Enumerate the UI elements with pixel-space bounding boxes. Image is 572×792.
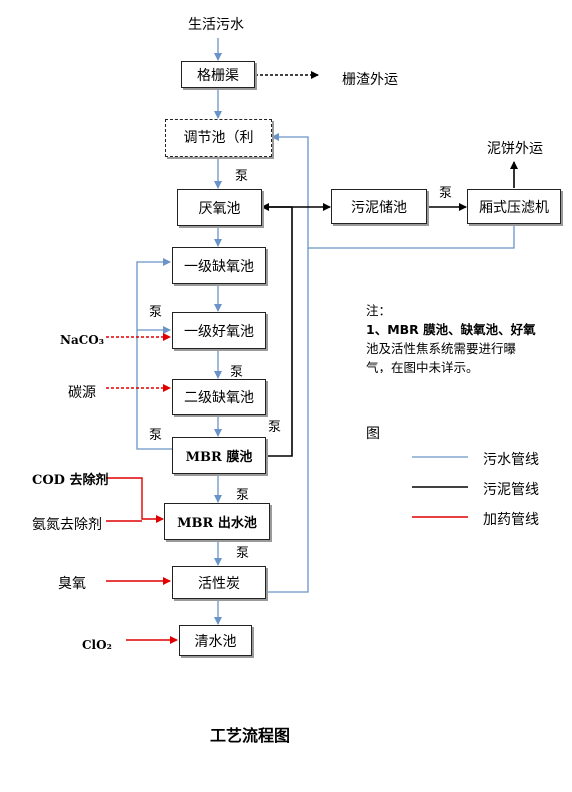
cod-remover-label: COD 去除剂 [32, 473, 109, 488]
legend-label-sludge: 污泥管线 [483, 482, 539, 498]
pump-label-7: 泵 [236, 488, 250, 503]
unit-anaerobic-label: 厌氧池 [198, 200, 241, 217]
unit-grille: 格栅渠 [181, 61, 255, 88]
unit-activated-carbon-label: 活性炭 [198, 575, 240, 592]
ozone-label: 臭氧 [58, 576, 86, 592]
unit-equalization-label: 调节池（利 [183, 130, 254, 146]
carbon-source-label: 碳源 [68, 385, 96, 401]
pump-label-3: 泵 [149, 305, 163, 320]
unit-mbr: MBR 膜池 [172, 437, 266, 474]
unit-aerobic1-label: 一级好氧池 [184, 323, 254, 340]
unit-anoxic1: 一级缺氧池 [172, 247, 266, 284]
pump-label-6: 泵 [268, 420, 282, 435]
note-title: 注： [366, 303, 392, 318]
note-line-3: 气，在图中未详示。 [366, 360, 479, 373]
unit-aerobic1: 一级好氧池 [172, 312, 266, 349]
unit-mbr-outlet: MBR 出水池 [164, 503, 270, 540]
unit-sludge-storage-label: 污泥储池 [351, 199, 407, 216]
pump-label-2: 泵 [439, 186, 453, 201]
diagram-caption: 工艺流程图 [210, 726, 291, 745]
pump-label-4: 泵 [230, 365, 244, 380]
pump-label-1: 泵 [235, 169, 249, 184]
legend-label-dosing: 加药管线 [483, 512, 539, 528]
unit-equalization: 调节池（利 [165, 119, 272, 157]
ammonia-remover-label: 氨氮去除剂 [32, 517, 102, 533]
unit-anaerobic: 厌氧池 [177, 189, 262, 226]
unit-filter-press-label: 厢式压滤机 [479, 199, 549, 216]
unit-filter-press: 厢式压滤机 [467, 189, 561, 224]
unit-clear-water-label: 清水池 [194, 633, 237, 650]
legend-label-sewage: 污水管线 [483, 452, 539, 468]
sewage-recycle-loop [136, 258, 172, 450]
note-line-2: 池及活性焦系统需要进行曝 [366, 341, 517, 356]
unit-mbr-label: MBR 膜池 [185, 450, 253, 465]
note-block: 注： 1、MBR 膜池、缺氧池、好氧 池及活性焦系统需要进行曝 气，在图中未详示… [366, 301, 560, 373]
unit-grille-label: 格栅渠 [197, 67, 239, 84]
screenings-label: 栅渣外运 [342, 72, 398, 88]
unit-anoxic2-label: 二级缺氧池 [184, 390, 254, 406]
note-line-1: 1、MBR 膜池、缺氧池、好氧 [366, 322, 536, 337]
unit-sludge-storage: 污泥储池 [331, 189, 427, 224]
unit-clear-water: 清水池 [179, 625, 252, 656]
pump-label-5: 泵 [149, 428, 163, 443]
unit-mbr-outlet-label: MBR 出水池 [177, 516, 257, 531]
pump-label-8: 泵 [236, 546, 250, 561]
unit-activated-carbon: 活性炭 [172, 566, 266, 599]
inflow-label: 生活污水 [188, 17, 244, 33]
clo2-label: ClO₂ [82, 638, 112, 652]
naco3-label: NaCO₃ [60, 333, 105, 347]
sludge-pipe-mbr-return [266, 207, 293, 457]
legend-title: 图 [366, 426, 380, 442]
dosing-line-cod [106, 477, 164, 523]
cake-label: 泥饼外运 [487, 141, 543, 157]
unit-anoxic1-label: 一级缺氧池 [184, 258, 254, 275]
unit-anoxic2: 二级缺氧池 [172, 379, 266, 415]
sewage-return-from-carbon [266, 248, 309, 593]
